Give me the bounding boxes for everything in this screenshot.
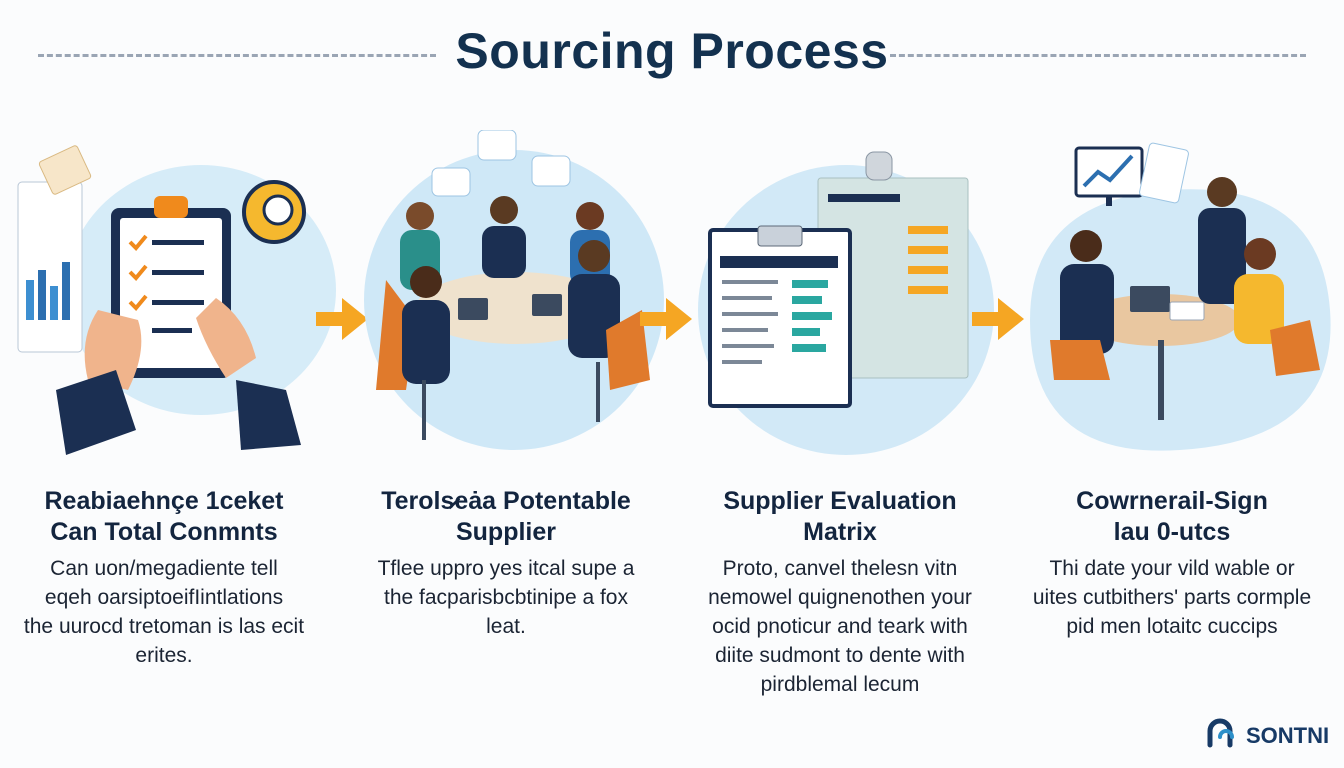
step-3-body-line-1: Proto, canvel thelesn vitn bbox=[722, 557, 958, 580]
step-2-text: Terols̷eȧa Potentable Supplier Tflee up… bbox=[356, 486, 656, 641]
step-1-heading-line-1: Reabiaehnçe 1ceket bbox=[44, 487, 284, 515]
evaluation-matrix-icon bbox=[698, 151, 994, 455]
step-3-body-line-5: pirdblemal lecum bbox=[760, 673, 920, 696]
step-3-body-line-3: ocid pnoticur and teark with bbox=[712, 615, 968, 638]
step-3-body-line-4: diite sudmont to dente with bbox=[715, 644, 965, 667]
team-meeting-icon bbox=[364, 129, 664, 450]
step-4-description: Thi date your vild wable or uites cutbit… bbox=[1020, 554, 1324, 641]
step-4-illustration bbox=[1020, 130, 1340, 470]
checklist-icon bbox=[17, 145, 336, 455]
step-4-heading-line-1: Cowrnerail-Sign bbox=[1076, 487, 1268, 515]
step-1-heading-line-2: Can Total Conmnts bbox=[50, 518, 278, 546]
step-3-heading-line-2: Matrix bbox=[803, 518, 877, 546]
arrow-3-icon bbox=[972, 296, 1026, 342]
step-1-text: Reabiaehnçe 1ceket Can Total Conmnts Can… bbox=[14, 486, 314, 670]
step-2-description: Tflee uppro yes itcal supe a the facpari… bbox=[356, 554, 656, 641]
step-1-description: Can uon/megadiente tell eqeh oarsiptoeif… bbox=[14, 554, 314, 670]
logo-text: SONTNI bbox=[1246, 723, 1330, 748]
step-2-heading: Terols̷eȧa Potentable Supplier bbox=[356, 486, 656, 548]
arrow-2-icon bbox=[640, 296, 694, 342]
title-divider-left bbox=[38, 54, 436, 57]
negotiation-icon bbox=[1030, 142, 1331, 451]
step-3-heading-line-1: Supplier Evaluation bbox=[723, 487, 957, 515]
step-3-text: Supplier Evaluation Matrix Proto, canvel… bbox=[690, 486, 990, 699]
step-1-body-line-1: Can uon/megadiente tell bbox=[50, 557, 278, 580]
step-2-body-line-3: leat. bbox=[486, 615, 526, 638]
step-2-heading-line-1: Terols̷eȧa Potentable bbox=[381, 487, 631, 515]
step-1-heading: Reabiaehnçe 1ceket Can Total Conmnts bbox=[14, 486, 314, 548]
step-3-illustration bbox=[696, 130, 1016, 470]
step-1-body-line-3: the uurocd tretoman is las ecit bbox=[23, 615, 305, 638]
step-4-body-line-1: Thi date your vild wable or bbox=[1049, 557, 1295, 580]
step-3-description: Proto, canvel thelesn vitn nemowel quign… bbox=[690, 554, 990, 699]
infinity-loop-icon bbox=[1207, 718, 1234, 748]
page-title: Sourcing Process bbox=[455, 23, 889, 79]
step-1-illustration bbox=[16, 130, 336, 470]
title-row: Sourcing Process bbox=[0, 22, 1344, 86]
step-1-body-line-2: eqeh oarsiptoeifIintlations bbox=[44, 586, 284, 609]
step-2-illustration bbox=[356, 129, 676, 470]
step-4-text: Cowrnerail-Sign lau 0-utcs Thi date your… bbox=[1020, 486, 1324, 641]
step-2-heading-line-2: Supplier bbox=[455, 518, 556, 546]
brand-logo: SONTNI bbox=[1204, 715, 1334, 755]
step-4-body-line-2: uites cutbithers' parts cormple bbox=[1032, 586, 1312, 609]
step-4-heading-line-2: lau 0-utcs bbox=[1113, 518, 1231, 546]
step-2-body-line-2: the facparisbcbtinipe a fox bbox=[384, 586, 628, 609]
step-3-heading: Supplier Evaluation Matrix bbox=[690, 486, 990, 548]
arrow-1-icon bbox=[316, 296, 370, 342]
step-1-body-line-4: erites. bbox=[135, 644, 193, 667]
step-4-body-line-3: pid men lotaitc cuccips bbox=[1066, 615, 1278, 638]
step-3-body-line-2: nemowel quignenothen your bbox=[708, 586, 972, 609]
title-divider-right bbox=[890, 54, 1306, 57]
step-2-body-line-1: Tflee uppro yes itcal supe a bbox=[377, 557, 635, 580]
step-4-heading: Cowrnerail-Sign lau 0-utcs bbox=[1020, 486, 1324, 548]
